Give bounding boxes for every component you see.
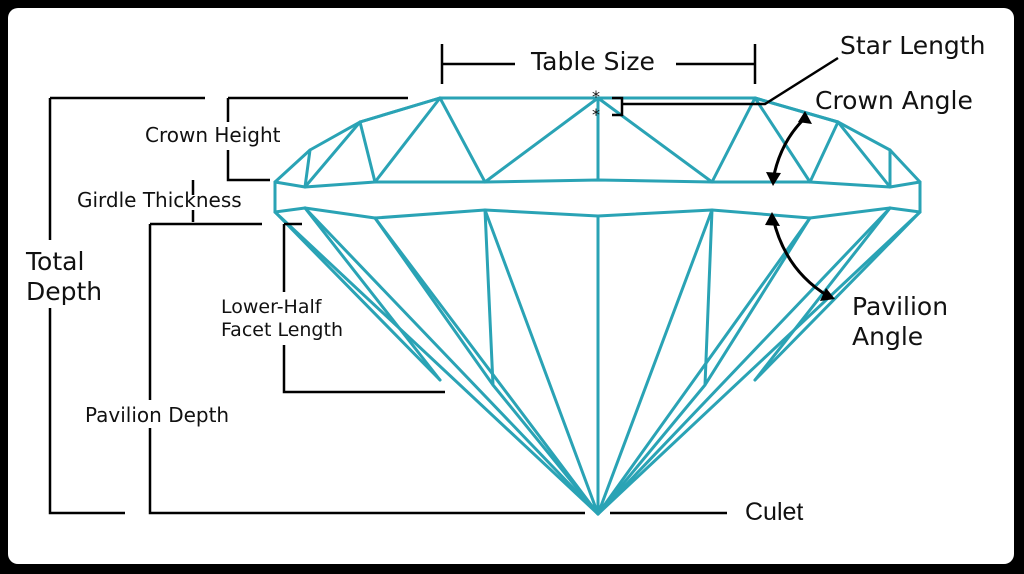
pavilion-depth-label: Pavilion Depth — [85, 403, 230, 427]
star-length-leader — [612, 56, 839, 117]
table-size-bracket — [440, 44, 757, 84]
diamond-crown — [273, 96, 922, 189]
crown-height-bracket — [226, 96, 408, 182]
table-size-label: Table Size — [531, 47, 655, 76]
star-marker-bottom: * — [592, 105, 600, 124]
pavilion-angle-label-line2: Angle — [852, 322, 924, 351]
diamond-pavilion — [273, 206, 922, 516]
total-depth-label-line1: Total — [26, 247, 85, 276]
upper-girdle-facets — [303, 96, 892, 189]
diamond-girdle — [273, 180, 922, 220]
star-facets — [373, 96, 812, 184]
crown-height-label: Crown Height — [145, 123, 281, 147]
culet-label: Culet — [745, 498, 804, 526]
crown-angle-label: Crown Angle — [815, 86, 973, 115]
total-depth-bracket — [48, 96, 205, 515]
pavilion-angle-label-line1: Pavilion — [852, 292, 949, 321]
pavilion-depth-bracket — [148, 222, 585, 515]
lower-half-label-line2: Facet Length — [221, 319, 343, 341]
total-depth-label-line2: Depth — [26, 277, 103, 306]
star-length-label: Star Length — [840, 31, 986, 60]
lower-half-bracket — [282, 222, 445, 394]
lower-half-label-line1: Lower-Half — [221, 296, 322, 318]
star-marker-top: * — [592, 87, 600, 106]
pavilion-inner-lines — [273, 206, 922, 516]
crown-angle-arrow — [766, 111, 812, 186]
pavilion-angle-arrow — [765, 212, 835, 301]
girdle-thickness-label: Girdle Thickness — [77, 188, 242, 212]
